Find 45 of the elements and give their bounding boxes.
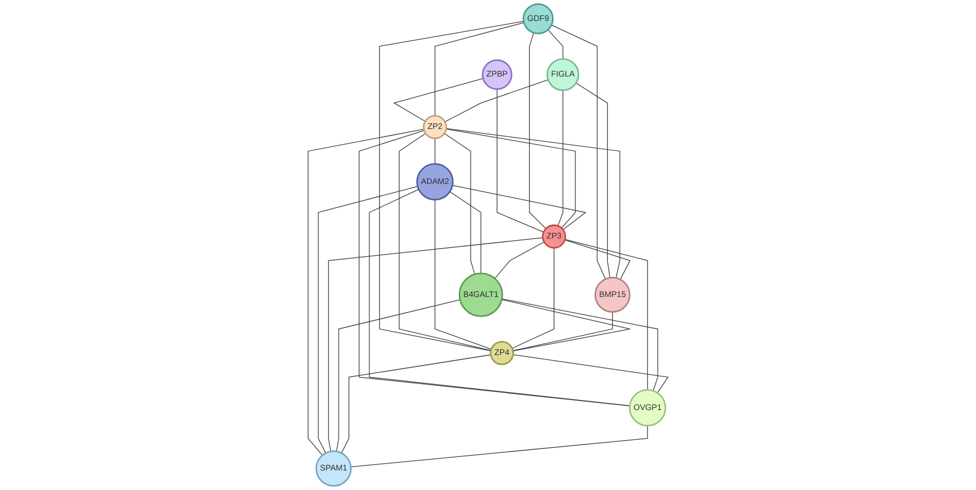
connector bbox=[434, 22, 524, 116]
node-circle: SPAM1 bbox=[315, 450, 352, 487]
node-circle: ADAM2 bbox=[416, 163, 454, 200]
connector bbox=[434, 138, 436, 164]
node-circle: ZPBP bbox=[482, 59, 512, 90]
node-circle: ZP4 bbox=[490, 340, 514, 366]
connector bbox=[502, 298, 658, 392]
connector bbox=[341, 354, 492, 454]
node-circle: ZP3 bbox=[542, 224, 566, 249]
connector bbox=[318, 186, 418, 454]
connector bbox=[358, 130, 630, 406]
connector bbox=[564, 240, 631, 280]
node-circle: BMP15 bbox=[594, 276, 630, 313]
connector bbox=[512, 312, 613, 352]
connector bbox=[444, 133, 476, 275]
connector bbox=[564, 238, 648, 390]
connector bbox=[449, 191, 482, 274]
connector bbox=[444, 79, 548, 122]
connector bbox=[379, 20, 524, 352]
node-circle: OVGP1 bbox=[628, 389, 666, 426]
connector bbox=[308, 128, 424, 456]
connector bbox=[512, 247, 554, 349]
connector bbox=[393, 78, 484, 122]
connector bbox=[452, 184, 586, 230]
connector bbox=[368, 188, 630, 406]
node-circle: ZP2 bbox=[422, 115, 447, 140]
connector bbox=[398, 133, 492, 351]
connector bbox=[446, 128, 620, 278]
node-circle: B4GALT1 bbox=[458, 272, 504, 317]
connector bbox=[501, 299, 630, 352]
connector bbox=[446, 128, 576, 228]
connector bbox=[548, 29, 564, 60]
connector bbox=[350, 425, 648, 468]
connector bbox=[328, 237, 544, 452]
connector bbox=[529, 32, 546, 229]
node-circle: GDF9 bbox=[522, 3, 554, 34]
connector bbox=[576, 82, 610, 278]
connector bbox=[558, 90, 564, 226]
node-circle: FIGLA bbox=[546, 58, 580, 92]
connector bbox=[512, 354, 669, 394]
connector bbox=[496, 88, 544, 232]
connector bbox=[551, 24, 606, 280]
connector bbox=[336, 299, 460, 452]
connector bbox=[434, 199, 492, 350]
connector bbox=[494, 242, 544, 279]
